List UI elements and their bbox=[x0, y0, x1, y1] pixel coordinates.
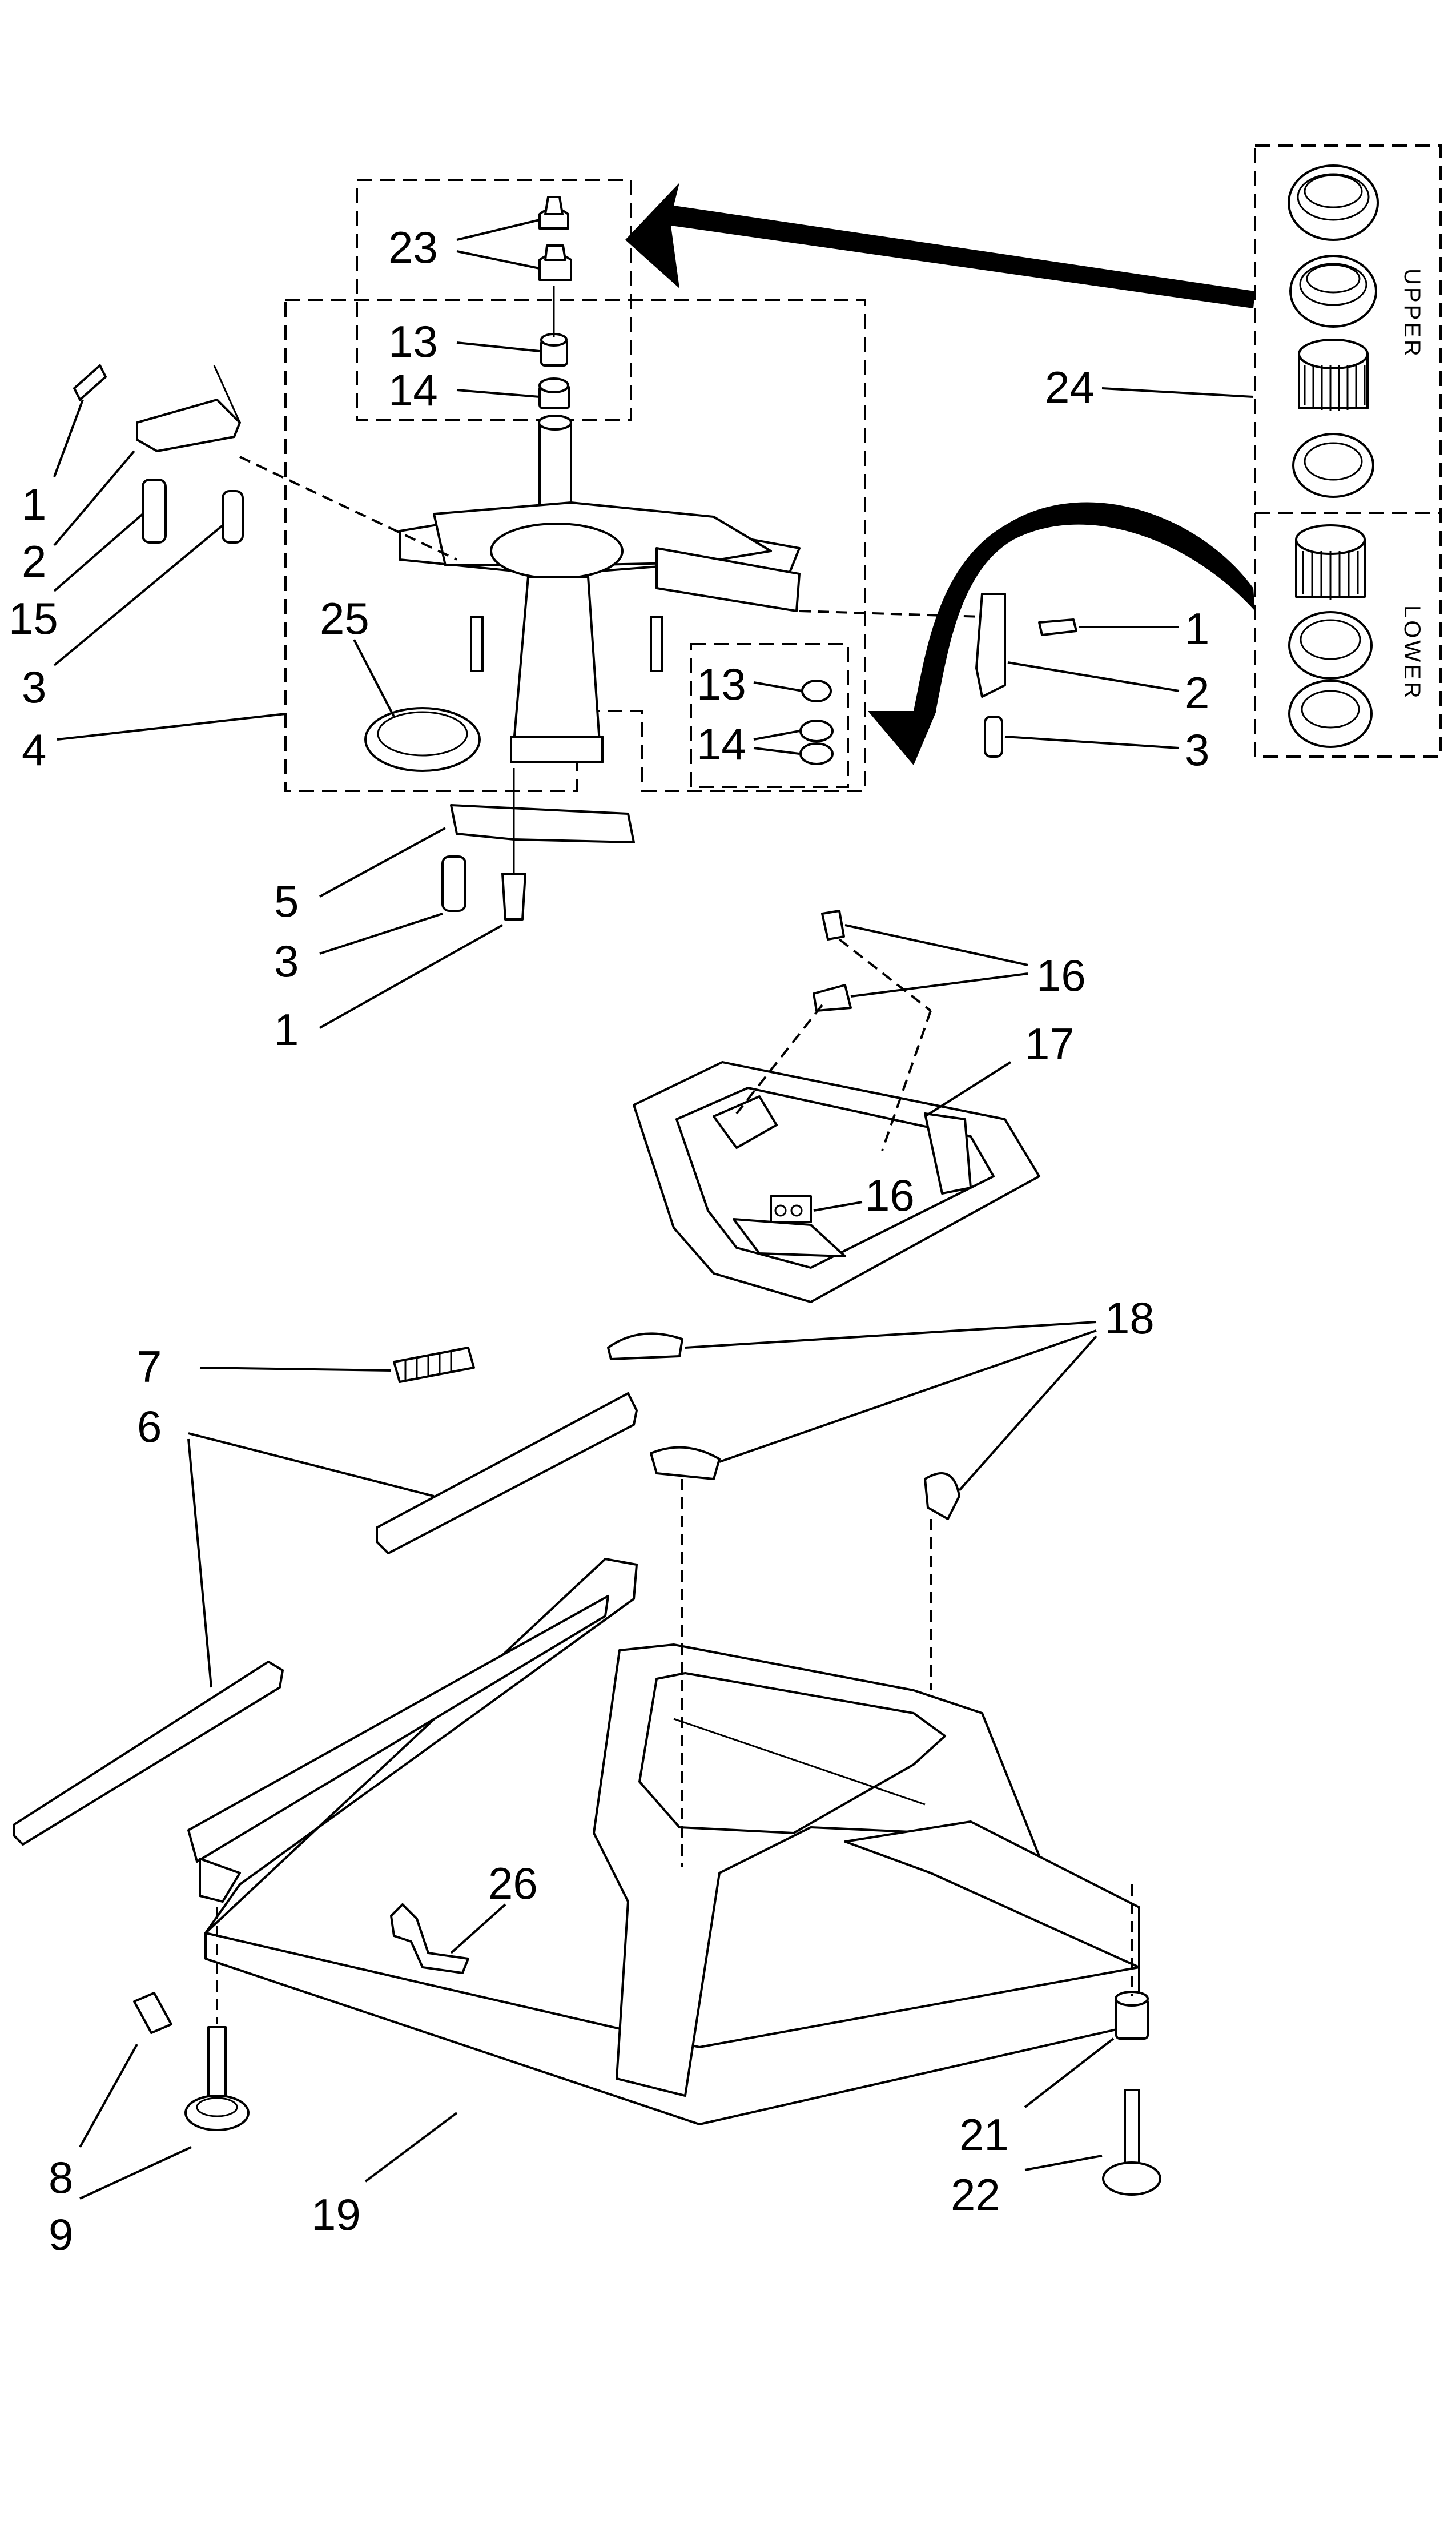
kit-upper-label: UPPER bbox=[1399, 268, 1425, 359]
upper-kit-arrow bbox=[625, 183, 1255, 308]
rubber-clips bbox=[607, 1332, 960, 1520]
callout-13-box: 13 bbox=[697, 659, 746, 709]
callout-3-right: 3 bbox=[1185, 725, 1209, 775]
callout-1-top-left: 1 bbox=[22, 479, 46, 529]
kit-upper-parts bbox=[1288, 164, 1379, 498]
callout-5: 5 bbox=[274, 876, 299, 926]
callout-17: 17 bbox=[1025, 1019, 1075, 1069]
callout-25: 25 bbox=[320, 593, 369, 644]
wrench-tool bbox=[390, 1903, 469, 1974]
callout-24: 24 bbox=[1045, 362, 1095, 412]
callout-4: 4 bbox=[22, 725, 46, 775]
lower-kit-arrow bbox=[868, 502, 1255, 765]
callout-16-mid: 16 bbox=[865, 1170, 915, 1220]
callout-3-top-left: 3 bbox=[22, 662, 46, 712]
right-leveling-foot bbox=[1102, 1884, 1161, 2196]
callout-2-top-left: 2 bbox=[22, 536, 46, 586]
callout-14-box: 14 bbox=[697, 719, 746, 769]
left-suspension-parts bbox=[73, 364, 457, 561]
callout-26: 26 bbox=[488, 1858, 538, 1908]
right-suspension-parts bbox=[799, 593, 1077, 758]
bottom-suspension-parts bbox=[441, 768, 635, 921]
callout-19: 19 bbox=[311, 2189, 361, 2240]
suspension-tub-support bbox=[399, 415, 801, 763]
callout-15: 15 bbox=[9, 593, 58, 644]
base-plate bbox=[633, 1061, 1040, 1303]
leader-lines bbox=[53, 219, 1254, 2200]
spring-and-braces bbox=[13, 1347, 638, 1846]
suspension-assembly-box bbox=[284, 299, 866, 792]
kit-lower-label: LOWER bbox=[1399, 605, 1425, 701]
callout-1-right: 1 bbox=[1185, 604, 1209, 654]
callout-8: 8 bbox=[49, 2152, 73, 2203]
kit-lower-parts bbox=[1288, 524, 1373, 748]
top-snubbers bbox=[538, 196, 572, 409]
callout-16-top: 16 bbox=[1036, 950, 1086, 1000]
callout-14-top: 14 bbox=[388, 365, 438, 415]
kit-box bbox=[1254, 144, 1442, 758]
callout-1-bottom: 1 bbox=[274, 1004, 299, 1055]
lower-box-snubbers bbox=[799, 680, 834, 765]
callout-13-top: 13 bbox=[388, 316, 438, 367]
callout-6: 6 bbox=[137, 1401, 162, 1452]
base-frame bbox=[187, 1558, 1140, 2125]
callout-23: 23 bbox=[388, 222, 438, 272]
callout-3-bottom: 3 bbox=[274, 936, 299, 986]
callout-2-right: 2 bbox=[1185, 668, 1209, 718]
plate-clips bbox=[735, 910, 932, 1223]
callout-21: 21 bbox=[959, 2109, 1009, 2160]
callout-22: 22 bbox=[951, 2169, 1000, 2220]
callout-7: 7 bbox=[137, 1341, 162, 1392]
callout-18: 18 bbox=[1105, 1293, 1155, 1343]
callout-9: 9 bbox=[49, 2209, 73, 2260]
lower-snubber-box bbox=[690, 643, 849, 788]
gasket-ring bbox=[364, 707, 481, 772]
left-leveling-foot bbox=[133, 1907, 250, 2131]
